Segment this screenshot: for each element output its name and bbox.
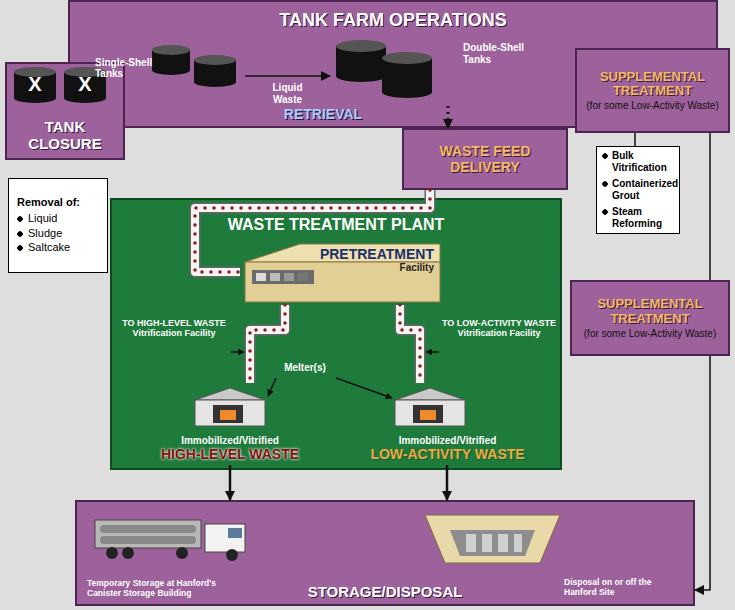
node-text: Steam Reforming xyxy=(602,206,675,230)
connector-line xyxy=(709,133,711,280)
node-text: Containerized Grout xyxy=(602,178,678,202)
tank-group: Double-Shell Tanks xyxy=(330,38,525,106)
connector-line xyxy=(229,465,232,500)
option-list: Bulk VitrificationContainerized GroutSte… xyxy=(596,146,680,234)
facility-box: Immobilized/VitrifiedLOW-ACTIVITY WASTE xyxy=(345,383,550,465)
node-text: Sludge xyxy=(17,226,62,241)
connector-line xyxy=(446,465,449,500)
node-text: Immobilized/Vitrified xyxy=(399,435,497,446)
site-box: Temporary Storage at Hanford's Canister … xyxy=(85,505,260,600)
node-text: (for some Low-Activity Waste) xyxy=(584,328,716,339)
flow-arrow xyxy=(710,133,711,280)
storage-box: STORAGE/DISPOSAL Temporary Storage at Han… xyxy=(75,500,695,606)
part-label: Melter(s) xyxy=(272,362,338,373)
node-text: Disposal on or off the Hanford Site xyxy=(564,577,684,597)
flow-note: TO HIGH-LEVEL WASTE Vitrification Facili… xyxy=(120,318,228,339)
closed-mark: X xyxy=(75,73,95,96)
site-box: Disposal on or off the Hanford Site xyxy=(425,505,687,600)
node-text: (for some Low-Activity Waste) xyxy=(586,100,718,111)
node-text: Liquid xyxy=(17,211,57,226)
facility-box: PRETREATMENTFacility xyxy=(240,240,440,305)
node-text: SUPPLEMENTAL TREATMENT xyxy=(581,70,724,99)
node-text: Immobilized/Vitrified xyxy=(181,435,279,446)
node-text: STORAGE/DISPOSAL xyxy=(308,583,463,600)
closed-mark: X xyxy=(25,73,45,96)
flow-arrow xyxy=(635,133,636,146)
node-text: Bulk Vitrification xyxy=(602,150,675,174)
node-text: TANK FARM OPERATIONS xyxy=(279,10,506,31)
connector-line xyxy=(634,133,636,146)
note-box: Removal of: LiquidSludgeSaltcake xyxy=(8,178,108,273)
node-text: Single-Shell Tanks xyxy=(95,57,153,80)
node-text: TANK CLOSURE xyxy=(7,118,123,153)
node-text: HIGH-LEVEL WASTE xyxy=(161,446,299,462)
flow-arrow xyxy=(695,356,710,590)
flow-note: TO LOW-ACTIVITY WASTE Vitrification Faci… xyxy=(442,318,556,339)
node-text: WASTE FEED DELIVERY xyxy=(408,143,562,175)
treatment-box: SUPPLEMENTAL TREATMENT(for some Low-Acti… xyxy=(575,48,730,133)
node-text: Double-Shell Tanks xyxy=(463,42,525,65)
facility-box: Immobilized/VitrifiedHIGH-LEVEL WASTE xyxy=(130,383,330,465)
flow-arrow xyxy=(230,465,231,500)
flow-arrow xyxy=(447,465,448,500)
treatment-box: SUPPLEMENTAL TREATMENT (for some Low-Acti… xyxy=(570,280,730,356)
connector-line xyxy=(695,356,710,590)
node-text: Removal of: xyxy=(17,196,80,208)
edge-label: Liquid Waste xyxy=(263,82,313,105)
node-text: SUPPLEMENTAL TREATMENT xyxy=(576,297,724,326)
node-text: LOW-ACTIVITY WASTE xyxy=(370,446,524,462)
node-text: RETRIEVAL xyxy=(284,106,362,122)
node-text: Facility xyxy=(400,262,434,273)
node-text: Temporary Storage at Hanford's Canister … xyxy=(87,578,217,598)
node-text: PRETREATMENT xyxy=(320,246,434,262)
node-text: WASTE TREATMENT PLANT xyxy=(228,216,445,234)
process-box: WASTE FEED DELIVERY xyxy=(402,128,568,190)
node-text: Saltcake xyxy=(17,240,70,255)
